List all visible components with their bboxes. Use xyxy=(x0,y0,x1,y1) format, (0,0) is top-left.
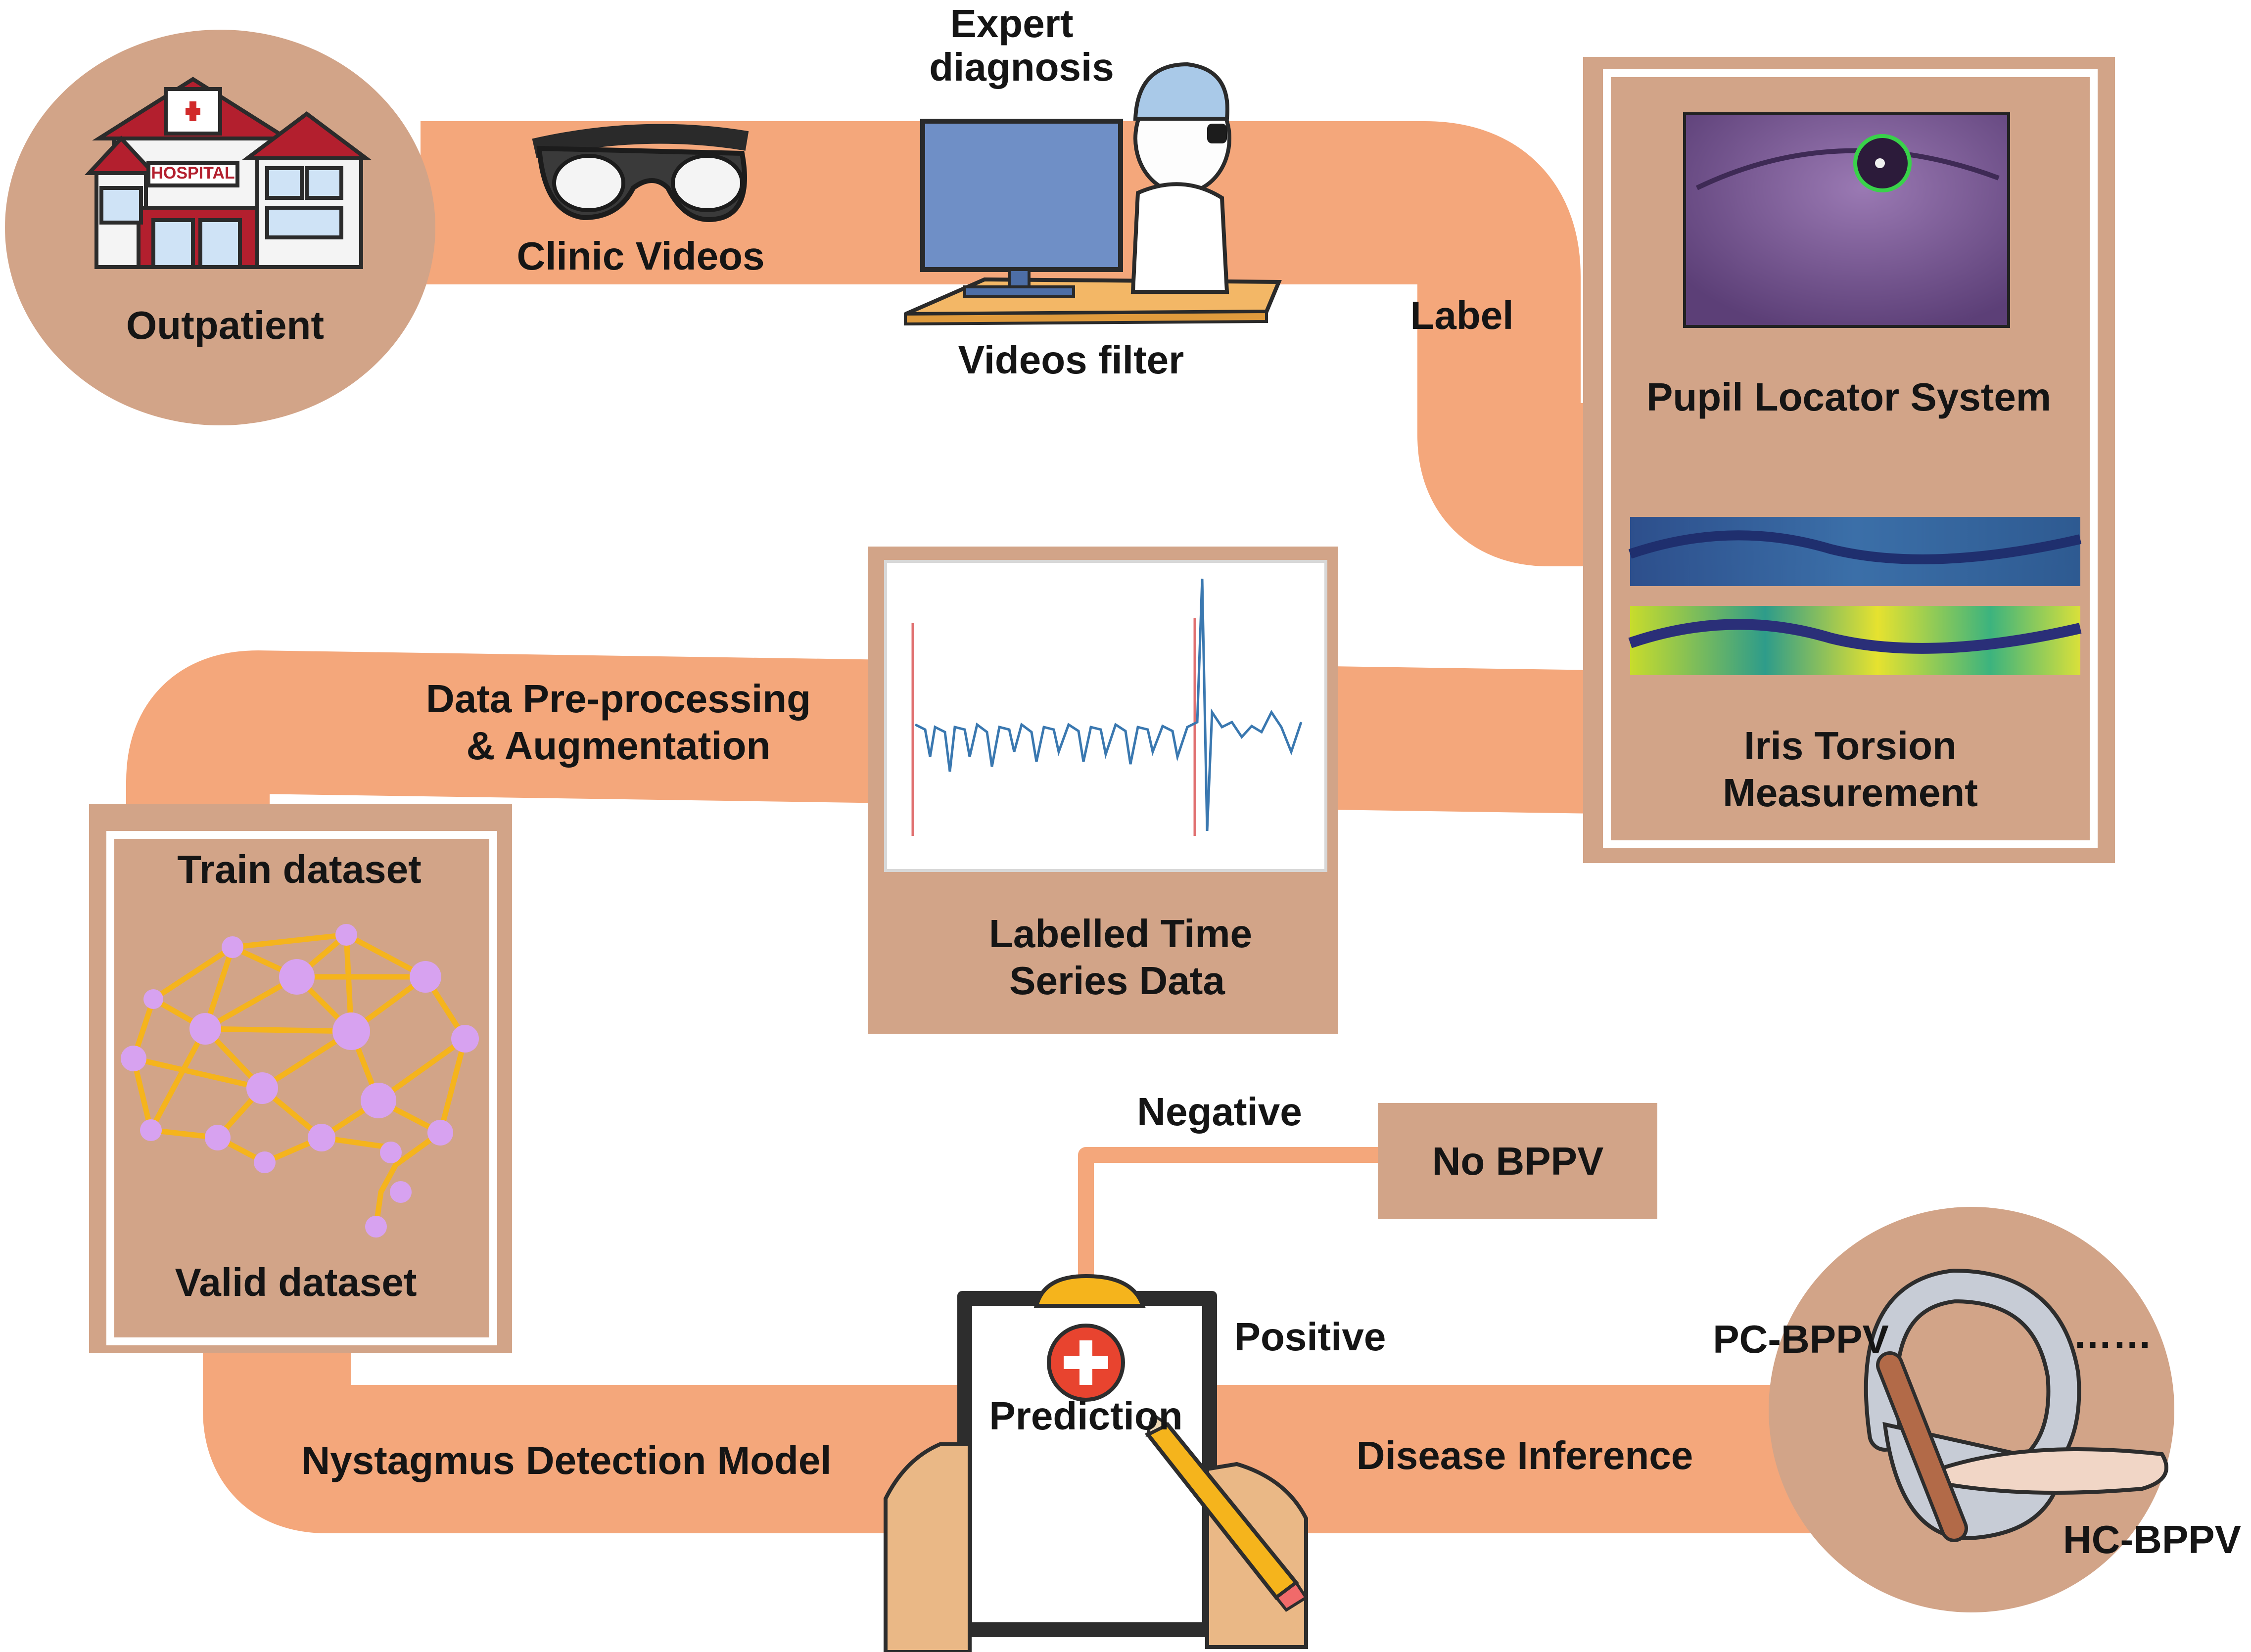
preprocessing-label-line1: Data Pre-processing xyxy=(425,677,811,721)
timeseries-label-line2: Series Data xyxy=(1009,959,1225,1003)
iris-label-line2: Measurement xyxy=(1723,771,1978,815)
label-edge-text: Label xyxy=(1410,293,1514,337)
expert-label-line2: diagnosis xyxy=(929,45,1114,89)
outpatient-label: Outpatient xyxy=(126,303,324,347)
dataset-panel-frame xyxy=(106,831,497,1345)
measurement-panel-frame xyxy=(1603,69,2098,848)
no-bppv-label: No BPPV xyxy=(1432,1139,1604,1183)
iris-label-line1: Iris Torsion xyxy=(1744,724,1957,768)
hospital-sign: HOSPITAL xyxy=(151,164,235,183)
path-bottom xyxy=(203,1335,1830,1533)
expert-label-line1: Expert xyxy=(950,1,1074,46)
pc-bppv-label: PC-BPPV xyxy=(1713,1317,1889,1361)
path-middle xyxy=(126,650,1599,853)
path-negative xyxy=(1078,1147,1385,1291)
disease-inference-label: Disease Inference xyxy=(1356,1433,1693,1477)
prediction-label: Prediction xyxy=(989,1394,1183,1438)
train-dataset-label: Train dataset xyxy=(177,847,422,891)
nystagmus-model-label: Nystagmus Detection Model xyxy=(301,1438,832,1482)
path-top xyxy=(421,121,1630,566)
hc-bppv-label: HC-BPPV xyxy=(2063,1517,2242,1561)
timeseries-label-line1: Labelled Time xyxy=(988,912,1253,956)
no-bppv-box xyxy=(1378,1103,1657,1219)
positive-label: Positive xyxy=(1234,1315,1386,1359)
valid-dataset-label: Valid dataset xyxy=(175,1260,417,1304)
videos-filter-label: Videos filter xyxy=(958,338,1184,382)
ellipsis-label: …… xyxy=(2073,1312,2152,1356)
clinic-videos-label: Clinic Videos xyxy=(516,234,765,278)
negative-label: Negative xyxy=(1137,1090,1302,1134)
outpatient-circle xyxy=(5,30,435,425)
pupil-locator-label: Pupil Locator System xyxy=(1646,375,2051,419)
preprocessing-label-line2: & Augmentation xyxy=(466,724,771,768)
